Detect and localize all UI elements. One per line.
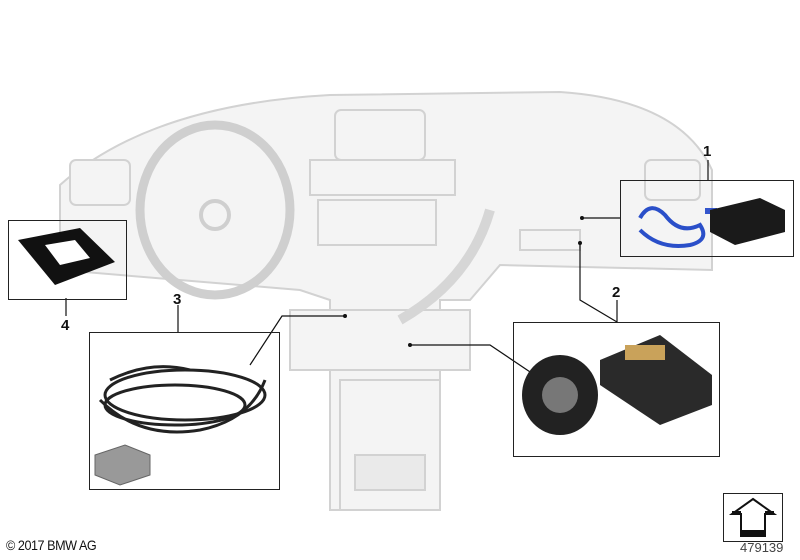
part-4-bracket [18, 228, 115, 285]
part-box-1[interactable] [620, 180, 794, 257]
part-3-wiring-harness [94, 365, 267, 486]
copyright: © 2017 BMW AG [6, 537, 97, 553]
part-1-usb-hub [638, 198, 785, 248]
callout-3[interactable]: 3 [173, 291, 182, 308]
part-box-4[interactable] [8, 220, 127, 300]
callout-2[interactable]: 2 [612, 284, 621, 301]
leader-lines [65, 160, 709, 383]
part-box-2[interactable] [513, 322, 720, 457]
steering-wheel [135, 120, 295, 300]
callout-1[interactable]: 1 [703, 143, 712, 160]
arrow-up-icon [728, 497, 778, 537]
direction-indicator [723, 493, 783, 542]
reference-number: 479139 [740, 540, 784, 555]
part-2-controller [522, 335, 712, 435]
part-box-3[interactable] [89, 332, 280, 490]
callout-4[interactable]: 4 [61, 317, 70, 334]
